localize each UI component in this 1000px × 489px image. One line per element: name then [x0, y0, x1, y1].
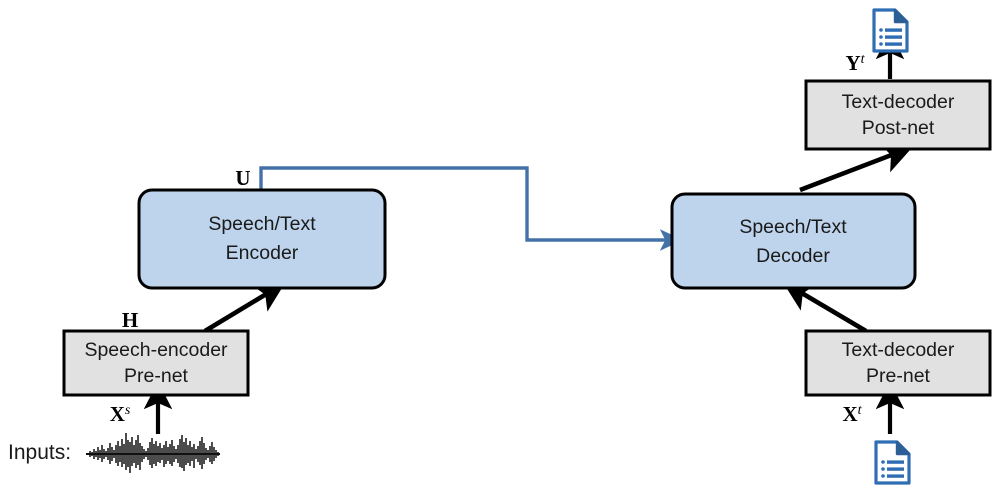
speech-text-encoder-label-line2: Encoder: [226, 242, 299, 264]
connection-decoder-to-postnet: [799, 143, 913, 193]
tensor-label-H: H: [122, 308, 138, 332]
text-document-icon: [874, 440, 911, 485]
node-speech-text-decoder[interactable]: Speech/Text Decoder: [670, 192, 917, 290]
tensor-label-Xs: Xs: [110, 402, 131, 426]
tensor-label-Yt: Yt: [845, 51, 865, 75]
speech-text-decoder-label-line1: Speech/Text: [739, 216, 847, 238]
speech-encoder-prenet-label-line2: Pre-net: [124, 365, 189, 387]
tensor-label-U: U: [235, 166, 250, 190]
connection-speech-prenet-to-encoder: [203, 282, 286, 333]
connection-encoder-to-decoder: [259, 166, 683, 251]
text-decoder-postnet-box[interactable]: [804, 79, 992, 151]
speech-encoder-prenet-box[interactable]: [62, 329, 250, 397]
node-speech-encoder-prenet[interactable]: Speech-encoder Pre-net: [62, 329, 250, 397]
text-decoder-prenet-label-line1: Text-decoder: [842, 339, 955, 361]
text-decoder-postnet-label-line2: Post-net: [862, 117, 935, 139]
tensor-label-Xt: Xt: [842, 402, 862, 426]
text-decoder-prenet-label-line2: Pre-net: [866, 365, 931, 387]
speech-encoder-prenet-label-line1: Speech-encoder: [84, 339, 228, 361]
audio-waveform-icon: [86, 433, 220, 473]
speech-text-decoder-label-line2: Decoder: [756, 245, 830, 267]
speech-text-decoder-box[interactable]: [670, 192, 917, 290]
node-speech-text-encoder[interactable]: Speech/Text Encoder: [137, 188, 387, 290]
speech-text-encoder-box[interactable]: [137, 188, 387, 290]
speech-text-encoder-label-line1: Speech/Text: [208, 213, 316, 235]
text-decoder-prenet-box[interactable]: [804, 329, 992, 397]
node-text-decoder-prenet[interactable]: Text-decoder Pre-net: [804, 329, 992, 397]
inputs-caption: Inputs:: [8, 441, 71, 464]
node-text-decoder-postnet[interactable]: Text-decoder Post-net: [804, 79, 992, 151]
text-decoder-postnet-label-line1: Text-decoder: [842, 91, 955, 113]
text-document-icon: [872, 8, 909, 53]
connection-text-prenet-to-decoder: [782, 281, 868, 333]
